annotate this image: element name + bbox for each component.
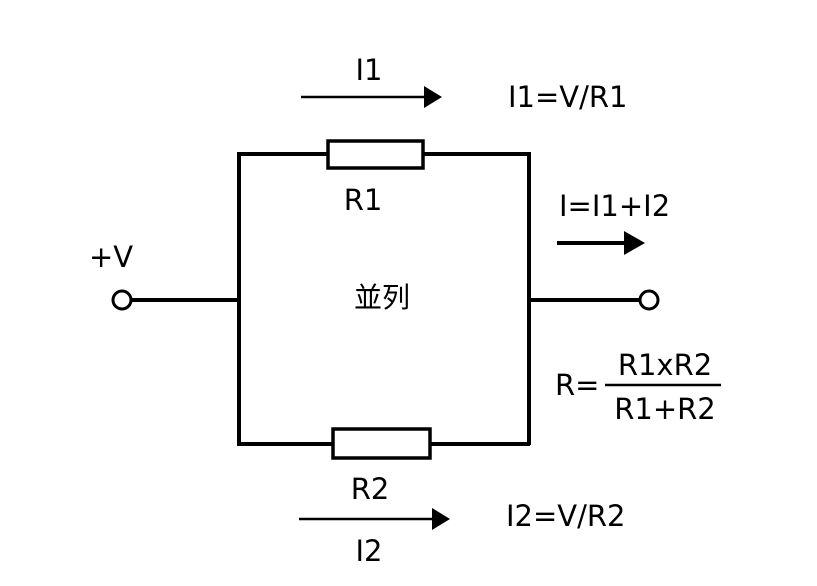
input-terminal: [111, 289, 133, 311]
total-current-formula: I=I1+I2: [559, 189, 670, 223]
output-terminal: [638, 289, 660, 311]
i1-label: I1: [355, 53, 382, 87]
parallel-label: 並列: [354, 281, 410, 314]
plus-v-label: +V: [89, 240, 133, 274]
i1-formula: I1=V/R1: [508, 80, 628, 114]
i1-arrow: [301, 86, 442, 108]
r2-label: R2: [351, 472, 390, 506]
r1-label: R1: [344, 183, 383, 217]
equivalent-resistance-label: R=: [555, 368, 599, 402]
fraction-denominator: R1+R2: [614, 392, 716, 426]
i2-label: I2: [355, 534, 382, 568]
fraction-numerator: R1xR2: [618, 348, 712, 382]
i2-arrow: [299, 508, 450, 530]
total-current-arrow: [557, 231, 645, 255]
resistor-r1: [326, 139, 425, 170]
i2-formula: I2=V/R2: [506, 499, 626, 533]
circuit-wires: [131, 152, 640, 446]
resistor-r2: [331, 427, 432, 460]
